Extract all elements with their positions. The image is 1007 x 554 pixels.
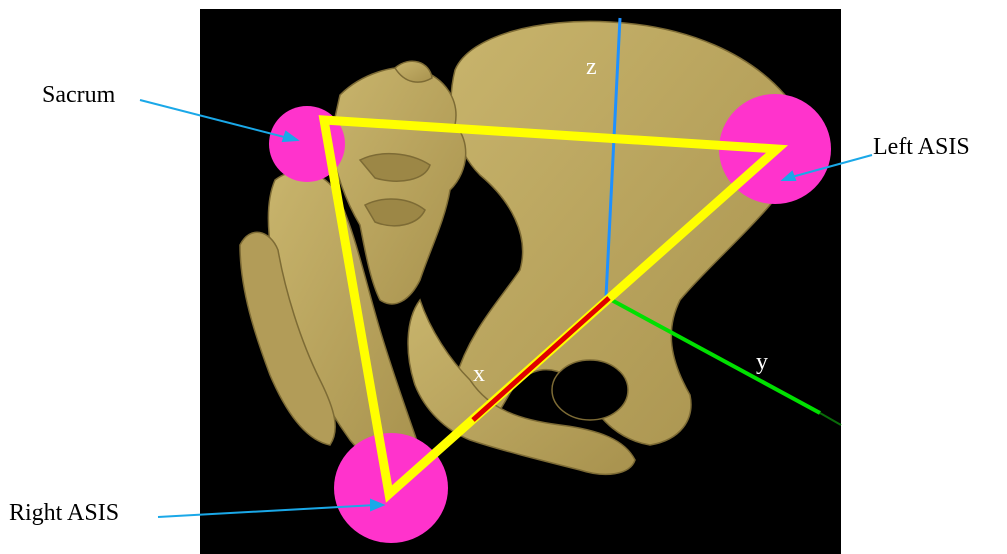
right-asis-label: Right ASIS — [9, 500, 119, 526]
left-asis-label: Left ASIS — [873, 134, 970, 160]
sacrum-label: Sacrum — [42, 82, 116, 108]
x-axis-label: x — [473, 361, 485, 387]
z-axis-label: z — [586, 54, 597, 80]
y-axis-label: y — [756, 349, 768, 375]
